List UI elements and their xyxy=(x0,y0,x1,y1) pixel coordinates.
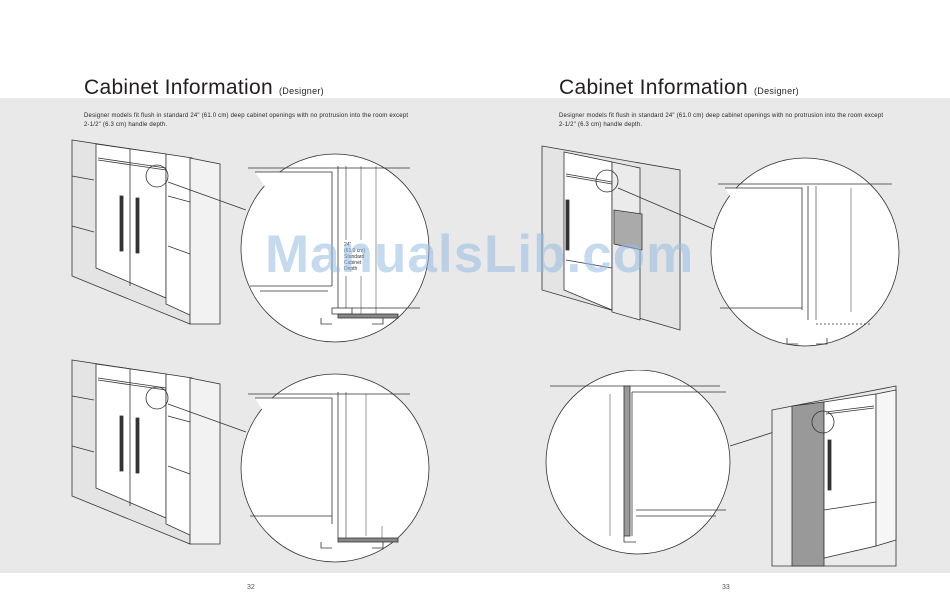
cabinet-figure-bottom-left xyxy=(71,359,430,563)
left-page: Cabinet Information (Designer) Designer m… xyxy=(84,76,409,591)
title-subtitle: (Designer) xyxy=(278,86,324,96)
description-text: Designer models fit flush in standard 24… xyxy=(84,113,409,128)
callout-line-1: 24" xyxy=(344,242,352,248)
title-subtitle: (Designer) xyxy=(753,86,799,96)
page-number: 32 xyxy=(247,584,255,591)
callout-line-2: (61.0 cm) xyxy=(344,248,365,254)
cabinet-figure-bottom-right xyxy=(545,370,897,567)
callout-line-4: Cabinet xyxy=(344,260,362,266)
cabinet-figure-top-left: 24" (61.0 cm) Standard Cabinet Depth xyxy=(71,139,430,343)
callout-line-3: Standard xyxy=(344,254,365,260)
cabinet-figure-top-right xyxy=(541,145,900,347)
page-title: Cabinet Information (Designer) xyxy=(559,76,799,100)
page-title: Cabinet Information (Designer) xyxy=(84,76,324,100)
watermark: ManualsLib.com xyxy=(265,225,695,284)
title-text: Cabinet Information xyxy=(559,76,748,99)
right-page: Cabinet Information (Designer) Designer m… xyxy=(475,0,950,615)
page-number: 33 xyxy=(722,584,730,591)
callout-label xyxy=(342,240,368,276)
description-text: Designer models fit flush in standard 24… xyxy=(559,113,884,128)
title-text: Cabinet Information xyxy=(84,76,273,99)
callout-line-5: Depth xyxy=(344,266,358,272)
